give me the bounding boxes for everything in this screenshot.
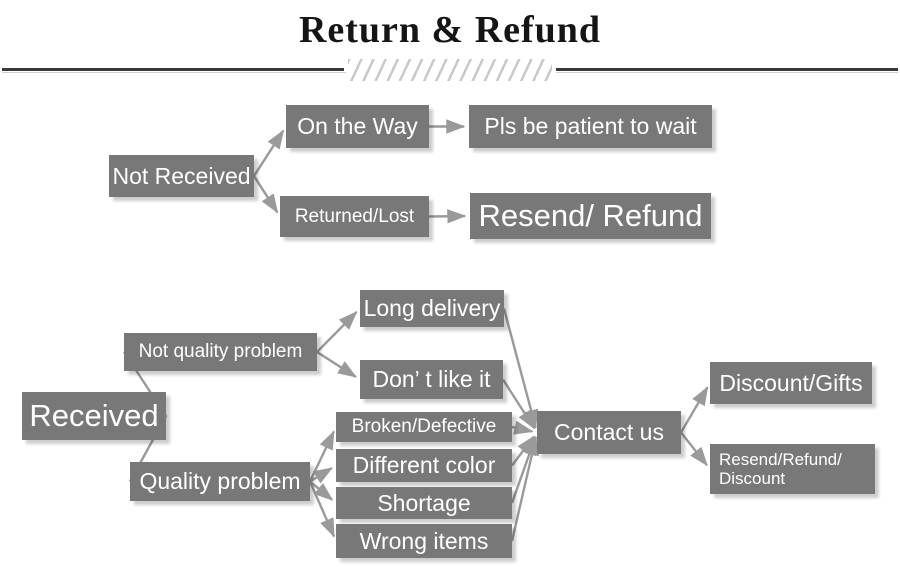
edge-not-received-to-returned-lost: [252, 175, 279, 214]
edge-contact-us-to-discount-gifts: [679, 386, 709, 434]
edge-quality-to-different-color: [309, 467, 333, 484]
divider-rule-right: [556, 68, 898, 71]
node-on-the-way: On the Way: [286, 105, 429, 148]
divider-hatch-icon: [348, 59, 552, 81]
divider-rule-left: [2, 68, 344, 71]
edge-quality-to-wrong-items: [308, 481, 336, 538]
node-quality: Quality problem: [130, 462, 310, 501]
node-returned-lost: Returned/Lost: [280, 196, 429, 237]
edge-quality-to-shortage: [309, 480, 334, 501]
node-long-delivery: Long delivery: [360, 290, 504, 327]
node-contact-us: Contact us: [537, 411, 681, 454]
edge-broken-defective-to-contact-us: [511, 420, 534, 435]
edge-contact-us-to-resend-refund-discount: [680, 431, 708, 467]
node-wrong-items: Wrong items: [336, 524, 512, 558]
edge-not-received-to-on-the-way: [252, 129, 285, 177]
edge-not-quality-to-long-delivery: [316, 311, 358, 353]
edge-wrong-items-to-contact-us: [510, 435, 539, 542]
node-pls-be-patient: Pls be patient to wait: [469, 105, 712, 148]
node-shortage: Shortage: [336, 487, 512, 519]
node-received: Received: [22, 392, 166, 440]
edge-long-delivery-to-contact-us: [502, 308, 539, 430]
node-not-received: Not Received: [109, 155, 254, 197]
node-dont-like: Don’ t like it: [360, 360, 503, 399]
node-not-quality: Not quality problem: [124, 333, 317, 371]
node-resend-refund: Resend/ Refund: [470, 193, 711, 239]
divider-rule-left-thin: [2, 72, 346, 73]
edge-different-color-to-contact-us: [511, 435, 535, 467]
edge-shortage-to-contact-us: [510, 435, 537, 504]
node-different-color: Different color: [336, 449, 512, 482]
divider-rule-right-thin: [556, 72, 898, 73]
node-discount-gifts: Discount/Gifts: [710, 362, 872, 404]
page-title: Return & Refund: [298, 9, 602, 51]
node-broken-defective: Broken/Defective: [336, 412, 512, 442]
edge-not-quality-to-dont-like: [316, 350, 358, 378]
edge-quality-to-broken-defective: [308, 430, 335, 483]
node-resend-refund-discount: Resend/Refund/ Discount: [710, 444, 875, 494]
